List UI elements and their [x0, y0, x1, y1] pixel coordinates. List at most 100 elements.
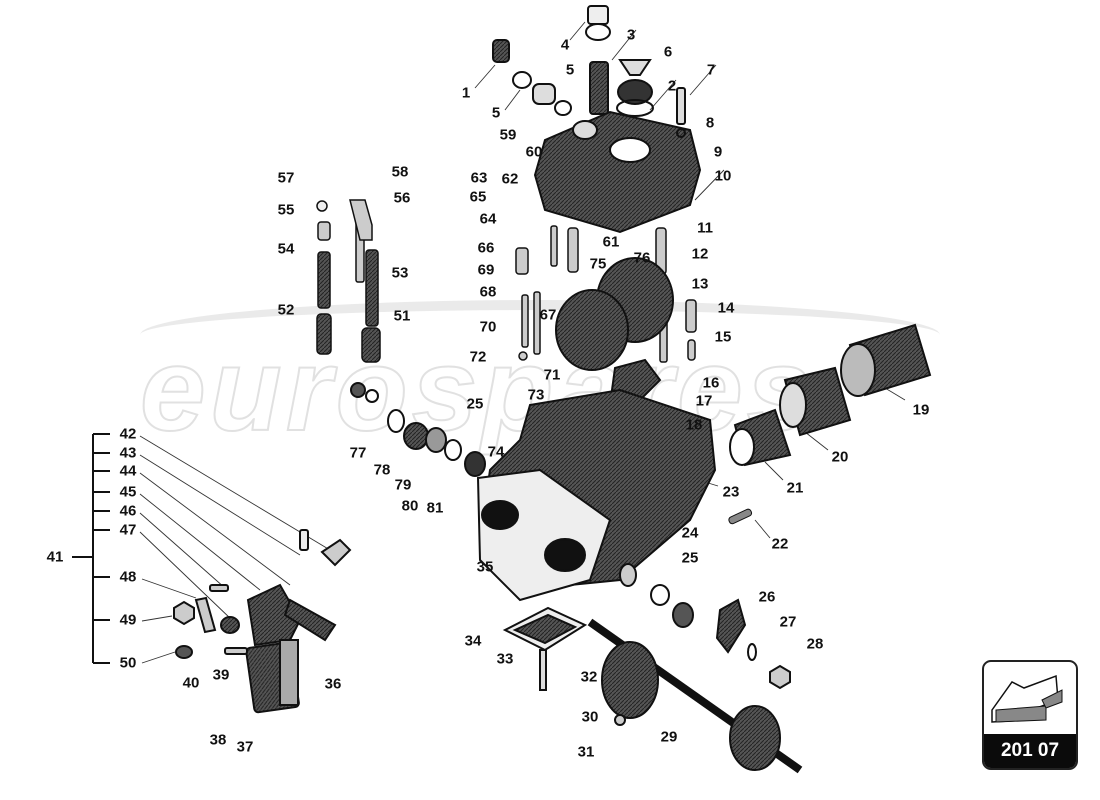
callout-28[interactable]: 28 — [806, 635, 824, 653]
callout-12[interactable]: 12 — [691, 245, 709, 263]
page-badge[interactable]: 201 07 — [982, 660, 1078, 770]
callout-40[interactable]: 40 — [182, 674, 200, 692]
throttle-cover — [502, 606, 588, 691]
callout-68[interactable]: 68 — [479, 283, 497, 301]
callout-41[interactable]: 41 — [46, 548, 64, 566]
callout-5[interactable]: 5 — [491, 104, 501, 122]
page-code: 201 07 — [984, 734, 1076, 768]
callout-27[interactable]: 27 — [779, 613, 797, 631]
callout-45[interactable]: 45 — [119, 483, 137, 501]
callout-37[interactable]: 37 — [236, 738, 254, 756]
callout-16[interactable]: 16 — [702, 374, 720, 392]
callout-63[interactable]: 63 — [470, 169, 488, 187]
callout-23[interactable]: 23 — [722, 483, 740, 501]
callout-15[interactable]: 15 — [714, 328, 732, 346]
carburetor-body — [476, 388, 717, 602]
callout-35[interactable]: 35 — [476, 558, 494, 576]
callout-19[interactable]: 19 — [912, 401, 930, 419]
callout-46[interactable]: 46 — [119, 502, 137, 520]
group-bracket — [72, 433, 110, 664]
callout-21[interactable]: 21 — [786, 479, 804, 497]
callout-42[interactable]: 42 — [119, 425, 137, 443]
callout-13[interactable]: 13 — [691, 275, 709, 293]
callout-9[interactable]: 9 — [713, 143, 723, 161]
callout-14[interactable]: 14 — [717, 299, 735, 317]
callout-64[interactable]: 64 — [479, 210, 497, 228]
callout-74[interactable]: 74 — [487, 443, 505, 461]
banjo-fitting — [492, 39, 572, 116]
callout-55[interactable]: 55 — [277, 201, 295, 219]
callout-58[interactable]: 58 — [391, 163, 409, 181]
callout-18[interactable]: 18 — [685, 416, 703, 434]
callout-24[interactable]: 24 — [681, 524, 699, 542]
pump-assembly — [173, 529, 352, 714]
callout-53[interactable]: 53 — [391, 264, 409, 282]
callout-20[interactable]: 20 — [831, 448, 849, 466]
callout-61[interactable]: 61 — [602, 233, 620, 251]
callout-22[interactable]: 22 — [771, 535, 789, 553]
callout-17[interactable]: 17 — [695, 392, 713, 410]
callout-7[interactable]: 7 — [706, 61, 716, 79]
callout-43[interactable]: 43 — [119, 444, 137, 462]
float — [555, 257, 674, 371]
callout-39[interactable]: 39 — [212, 666, 230, 684]
callout-75[interactable]: 75 — [589, 255, 607, 273]
callout-56[interactable]: 56 — [393, 189, 411, 207]
callout-50[interactable]: 50 — [119, 654, 137, 672]
callout-48[interactable]: 48 — [119, 568, 137, 586]
callout-78[interactable]: 78 — [373, 461, 391, 479]
callout-3[interactable]: 3 — [626, 26, 636, 44]
callout-10[interactable]: 10 — [714, 167, 732, 185]
callout-36[interactable]: 36 — [324, 675, 342, 693]
callout-65[interactable]: 65 — [469, 188, 487, 206]
callout-38[interactable]: 38 — [209, 731, 227, 749]
callout-32[interactable]: 32 — [580, 668, 598, 686]
filter — [589, 61, 609, 115]
callout-49[interactable]: 49 — [119, 611, 137, 629]
callout-44[interactable]: 44 — [119, 462, 137, 480]
callout-57[interactable]: 57 — [277, 169, 295, 187]
inlet-plug — [585, 5, 611, 41]
callout-1[interactable]: 1 — [461, 84, 471, 102]
callout-8[interactable]: 8 — [705, 114, 715, 132]
callout-76[interactable]: 76 — [633, 249, 651, 267]
callout-47[interactable]: 47 — [119, 521, 137, 539]
callout-33[interactable]: 33 — [496, 650, 514, 668]
venturi-tubes — [729, 323, 932, 467]
back-arrow-icon — [991, 674, 1063, 723]
callout-52[interactable]: 52 — [277, 301, 295, 319]
callout-5[interactable]: 5 — [565, 61, 575, 79]
callout-60[interactable]: 60 — [525, 143, 543, 161]
wing-nut-cap — [616, 59, 654, 117]
callout-25[interactable]: 25 — [466, 395, 484, 413]
callout-59[interactable]: 59 — [499, 126, 517, 144]
callout-72[interactable]: 72 — [469, 348, 487, 366]
callout-80[interactable]: 80 — [401, 497, 419, 515]
callout-79[interactable]: 79 — [394, 476, 412, 494]
callout-54[interactable]: 54 — [277, 240, 295, 258]
callout-2[interactable]: 2 — [667, 77, 677, 95]
callout-62[interactable]: 62 — [501, 170, 519, 188]
callout-66[interactable]: 66 — [477, 239, 495, 257]
cover-screw — [676, 87, 686, 138]
callout-69[interactable]: 69 — [477, 261, 495, 279]
callout-6[interactable]: 6 — [663, 43, 673, 61]
callout-31[interactable]: 31 — [577, 743, 595, 761]
callout-73[interactable]: 73 — [527, 386, 545, 404]
callout-71[interactable]: 71 — [543, 366, 561, 384]
callout-26[interactable]: 26 — [758, 588, 776, 606]
callout-34[interactable]: 34 — [464, 632, 482, 650]
callout-51[interactable]: 51 — [393, 307, 411, 325]
callout-81[interactable]: 81 — [426, 499, 444, 517]
callout-25[interactable]: 25 — [681, 549, 699, 567]
callout-11[interactable]: 11 — [697, 219, 713, 237]
callout-67[interactable]: 67 — [539, 306, 557, 324]
callout-29[interactable]: 29 — [660, 728, 678, 746]
float-chamber-cover — [533, 110, 702, 234]
callout-77[interactable]: 77 — [349, 444, 367, 462]
callout-70[interactable]: 70 — [479, 318, 497, 336]
callout-4[interactable]: 4 — [560, 36, 570, 54]
callout-30[interactable]: 30 — [581, 708, 599, 726]
